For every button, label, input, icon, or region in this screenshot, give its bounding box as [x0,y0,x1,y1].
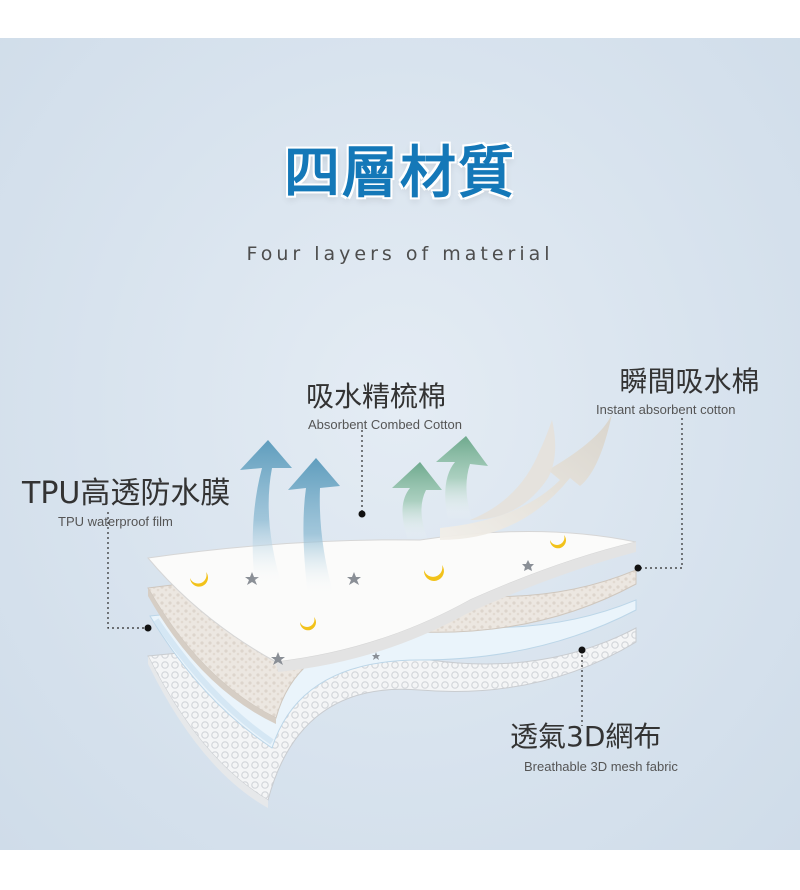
arrow-up-icon-blue-1 [240,440,292,586]
label-mesh-en: Breathable 3D mesh fabric [524,759,678,774]
page-subtitle: Four layers of material [246,243,554,265]
label-combed-en: Absorbent Combed Cotton [308,417,462,432]
moon-decorations [190,535,566,631]
arrow-up-icon-green-1 [392,462,442,540]
arrow-up-icon-blue-2 [288,458,340,596]
label-instant-cotton: 瞬間吸水棉 Instant absorbent cotton [596,360,759,417]
label-instant-en: Instant absorbent cotton [596,402,736,417]
label-mesh-fabric: 透氣3D網布 Breathable 3D mesh fabric [510,715,678,774]
label-tpu-film: TPU高透防水膜 TPU waterproof film [22,468,230,529]
absorb-swoosh-icon [440,414,612,540]
leader-dots [144,510,642,654]
label-combed-zh: 吸水精梳棉 [305,380,446,413]
label-tpu-en: TPU waterproof film [58,514,173,529]
label-mesh-zh: 透氣3D網布 [510,720,662,753]
label-instant-zh: 瞬間吸水棉 [619,365,760,398]
leader-lines [107,418,683,726]
arrow-up-icon-green-2 [436,436,488,520]
background-panel [0,38,800,850]
label-combed-cotton: 吸水精梳棉 Absorbent Combed Cotton [290,375,462,432]
label-tpu-zh: TPU高透防水膜 [22,476,231,511]
page-title: 四層材質 [283,140,516,207]
